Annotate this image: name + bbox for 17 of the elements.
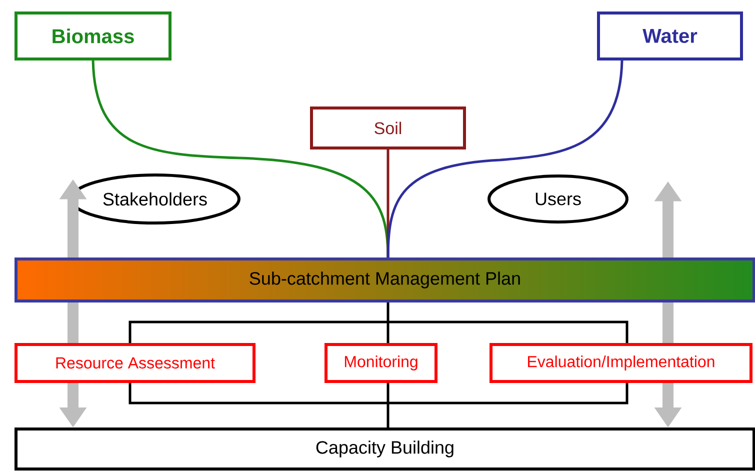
title-box: Soil	[310, 106, 466, 150]
connector-line	[386, 383, 390, 428]
block-shaft	[68, 302, 78, 343]
foundation-bar: Capacity Building	[14, 428, 755, 470]
title-box: Water	[597, 12, 743, 60]
process-box: Resource Assessment	[14, 343, 256, 383]
connector-line	[386, 150, 390, 258]
title-box: Biomass	[14, 12, 172, 60]
process-box: Evaluation/Implementation	[490, 343, 752, 383]
process-box: Monitoring	[324, 343, 438, 383]
block-shaft	[662, 302, 674, 343]
plan-bar: Sub-catchment Management Plan	[14, 258, 755, 302]
connector-line	[386, 302, 390, 343]
curved-line	[386, 60, 624, 258]
ellipse-node: Users	[488, 174, 628, 224]
curved-line	[92, 60, 390, 258]
ellipse-node: Stakeholders	[70, 174, 240, 224]
